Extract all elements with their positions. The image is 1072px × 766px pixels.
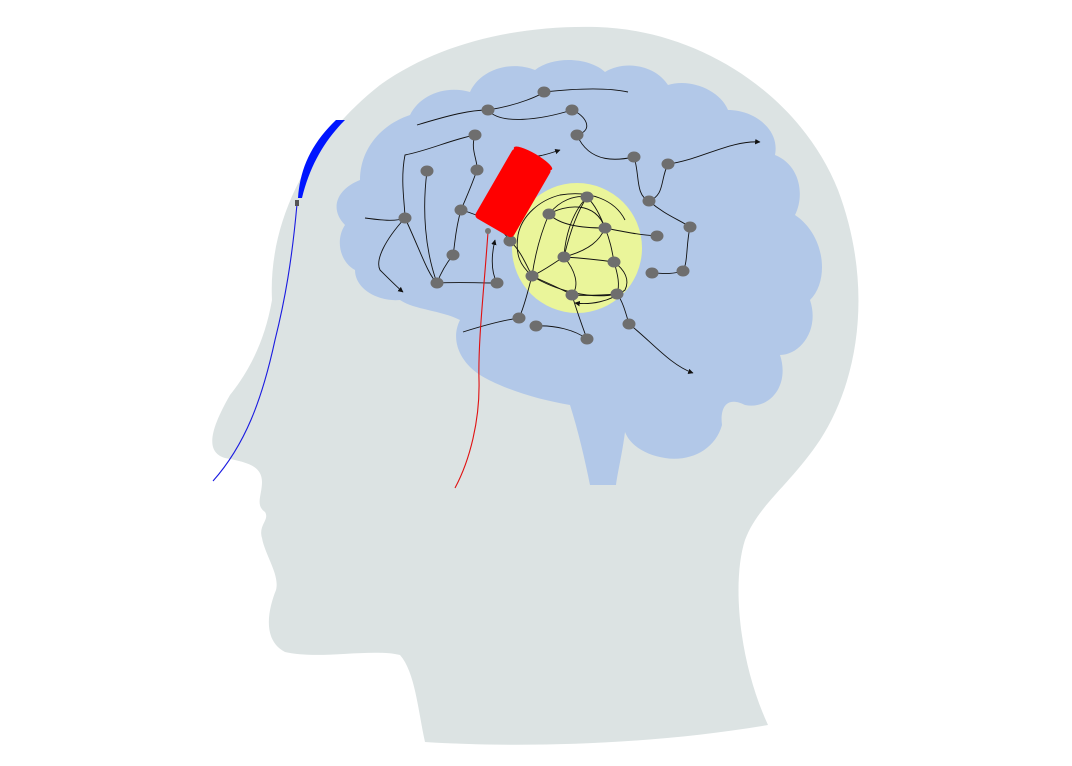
neuron-icon [684, 222, 697, 233]
neuron-icon [447, 250, 460, 261]
neuron-icon [646, 268, 659, 279]
neuron-icon [571, 130, 584, 141]
neuron-icon [662, 159, 675, 170]
neuron-icon [399, 213, 412, 224]
neuron-icon [469, 130, 482, 141]
neuron-icon [513, 313, 526, 324]
neuron-icon [643, 196, 656, 207]
neuron-icon [530, 321, 543, 332]
neuron-icon [421, 166, 434, 177]
neuron-icon [538, 87, 551, 98]
neuron-icon [611, 289, 624, 300]
neuron-icon [581, 334, 594, 345]
neuron-icon [581, 192, 594, 203]
neuron-icon [628, 152, 641, 163]
neuron-icon [491, 278, 504, 289]
neuron-icon [608, 257, 621, 268]
neuron-icon [558, 252, 571, 263]
neuron-icon [566, 290, 579, 301]
neuron-icon [543, 209, 556, 220]
neuron-icon [526, 271, 539, 282]
surface-electrode-contact [295, 200, 299, 206]
neuron-icon [482, 105, 495, 116]
neuron-icon [504, 236, 517, 247]
implanted-electrode-contact [485, 228, 491, 234]
neuron-icon [566, 105, 579, 116]
neuron-icon [471, 165, 484, 176]
neuron-icon [455, 205, 468, 216]
neuron-icon [677, 266, 690, 277]
neuron-icon [431, 278, 444, 289]
neuron-icon [623, 319, 636, 330]
neuron-icon [599, 223, 612, 234]
neuron-icon [651, 231, 664, 242]
